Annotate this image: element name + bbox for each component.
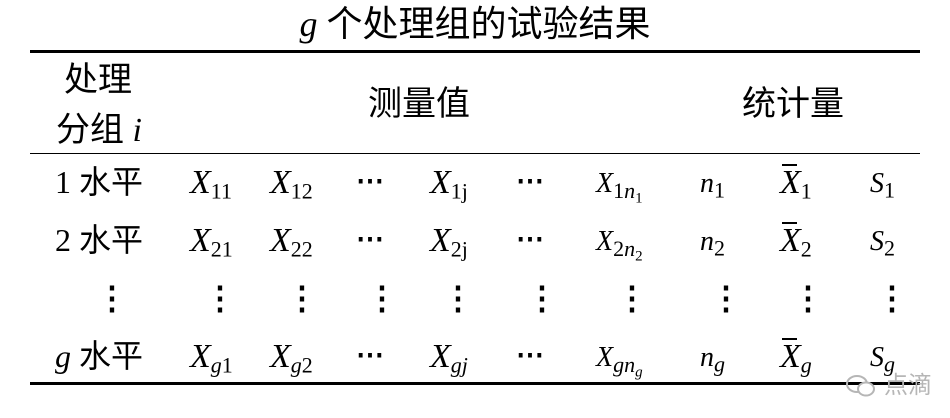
table-title: g 个处理组的试验结果 — [0, 6, 950, 42]
hdots: ⋯ — [356, 224, 384, 255]
vdots: ⋮ — [286, 280, 318, 316]
hdots: ⋯ — [356, 340, 384, 371]
stat-n: n2 — [700, 226, 725, 261]
wechat-icon — [846, 375, 876, 397]
vdots: ⋮ — [204, 280, 236, 316]
vdots: ⋮ — [442, 280, 474, 316]
stat-mean: X1 — [780, 164, 812, 204]
stat-s: S2 — [870, 226, 895, 261]
hdots: ⋯ — [516, 224, 544, 255]
stat-mean: X2 — [780, 222, 812, 262]
stat-n: n1 — [700, 168, 725, 203]
row-label: 2 水平 — [55, 222, 144, 258]
vdots: ⋮ — [616, 280, 648, 316]
cell-x-n: Xgng — [596, 342, 643, 380]
cell-x-2: X12 — [270, 164, 313, 204]
header-statistics: 统计量 — [742, 86, 844, 123]
cell-x-1: X21 — [190, 222, 233, 262]
header-group-variable: i — [132, 112, 142, 149]
header-group-line2: 分组 i — [56, 114, 142, 148]
cell-x-1: Xg1 — [190, 338, 233, 378]
bottom-rule — [30, 382, 920, 385]
cell-x-2: Xg2 — [270, 338, 313, 378]
cell-x-n: X2n2 — [596, 226, 643, 264]
vdots: ⋮ — [792, 280, 824, 316]
vdots: ⋮ — [876, 280, 908, 316]
title-text: 个处理组的试验结果 — [317, 4, 651, 44]
cell-x-2: X22 — [270, 222, 313, 262]
vdots: ⋮ — [526, 280, 558, 316]
stat-s: S1 — [870, 168, 895, 203]
watermark: 点滴 — [846, 365, 932, 400]
header-measurements: 测量值 — [368, 86, 470, 123]
vdots: ⋮ — [710, 280, 742, 316]
cell-x-1: X11 — [190, 164, 232, 204]
header-rule — [30, 153, 920, 154]
top-rule — [30, 50, 920, 53]
cell-x-j: X1j — [430, 164, 468, 204]
row-label: g 水平 — [55, 338, 144, 374]
vdots: ⋮ — [366, 280, 398, 316]
row-label: 1 水平 — [55, 164, 144, 200]
hdots: ⋯ — [516, 166, 544, 197]
cell-x-j: X2j — [430, 222, 468, 262]
header-group-line1: 处理 — [64, 62, 132, 99]
cell-x-j: Xgj — [430, 338, 468, 378]
stat-mean: Xg — [780, 338, 812, 378]
vdots: ⋮ — [96, 280, 128, 316]
cell-x-n: X1n1 — [596, 168, 643, 206]
hdots: ⋯ — [516, 340, 544, 371]
watermark-text: 点滴 — [884, 371, 932, 399]
stat-s: Sg — [870, 342, 895, 377]
hdots: ⋯ — [356, 166, 384, 197]
header-group-text: 分组 — [56, 112, 124, 149]
title-variable: g — [299, 4, 318, 44]
stat-n: ng — [700, 342, 725, 377]
